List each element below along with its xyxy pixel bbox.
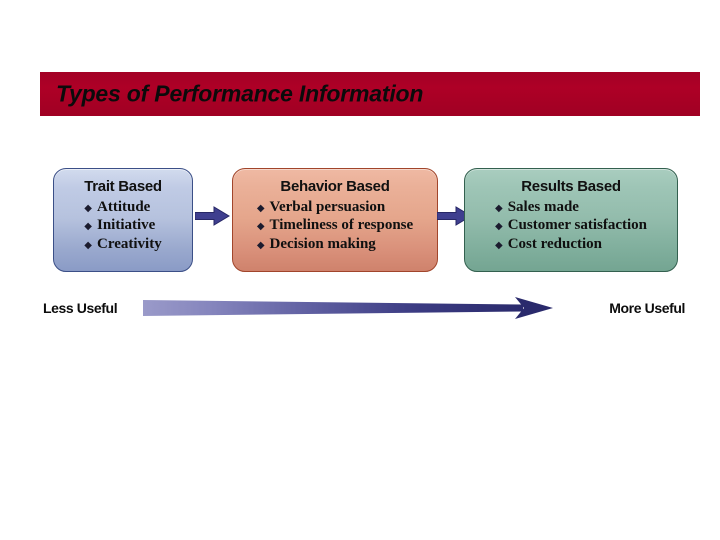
- list-item: ◆ Sales made: [495, 198, 647, 216]
- gradient-arrow-right-icon: [143, 292, 578, 324]
- diagram-box-trait-based[interactable]: Trait Based ◆ Attitude ◆ Initiative ◆ Cr…: [53, 168, 193, 272]
- scale-label-more-useful: More Useful: [609, 300, 685, 316]
- diagram-box-behavior-based[interactable]: Behavior Based ◆ Verbal persuasion ◆ Tim…: [232, 168, 438, 272]
- diamond-bullet-icon: ◆: [256, 203, 265, 214]
- box-content: Behavior Based ◆ Verbal persuasion ◆ Tim…: [233, 169, 437, 271]
- list-item: ◆ Initiative: [84, 216, 161, 234]
- box-content: Trait Based ◆ Attitude ◆ Initiative ◆ Cr…: [54, 169, 192, 271]
- diagram-box-results-based[interactable]: Results Based ◆ Sales made ◆ Customer sa…: [464, 168, 678, 272]
- list-item-label: Initiative: [97, 217, 156, 234]
- scale-label-less-useful: Less Useful: [43, 300, 118, 316]
- list-item: ◆ Decision making: [257, 235, 413, 253]
- list-item-label: Cost reduction: [507, 235, 603, 252]
- box-title: Results Based: [521, 178, 621, 195]
- arrow-right-icon-behavior-to-results: [436, 206, 473, 226]
- list-item-label: Attitude: [97, 199, 151, 215]
- box-title: Behavior Based: [280, 178, 390, 195]
- diamond-bullet-icon: ◆: [495, 203, 503, 214]
- list-item-label: Verbal persuasion: [269, 199, 386, 215]
- box-title: Trait Based: [84, 178, 162, 195]
- list-item: ◆ Cost reduction: [495, 235, 647, 253]
- list-item: ◆ Verbal persuasion: [257, 198, 413, 216]
- box-item-list: ◆ Attitude ◆ Initiative ◆ Creativity: [84, 198, 161, 253]
- diamond-bullet-icon: ◆: [84, 239, 92, 251]
- box-item-list: ◆ Verbal persuasion ◆ Timeliness of resp…: [257, 198, 413, 253]
- list-item-label: Customer satisfaction: [507, 217, 647, 234]
- box-content: Results Based ◆ Sales made ◆ Customer sa…: [465, 169, 677, 271]
- diamond-bullet-icon: ◆: [256, 239, 265, 251]
- list-item-label: Decision making: [269, 235, 376, 252]
- box-item-list: ◆ Sales made ◆ Customer satisfaction ◆ C…: [495, 198, 647, 253]
- arrow-right-icon-trait-to-behavior: [194, 206, 231, 226]
- diamond-bullet-icon: ◆: [84, 203, 92, 214]
- diamond-bullet-icon: ◆: [495, 239, 503, 251]
- diamond-bullet-icon: ◆: [256, 221, 265, 233]
- list-item-label: Sales made: [507, 199, 579, 215]
- list-item-label: Creativity: [97, 235, 162, 252]
- page-title: Types of Performance Information: [56, 80, 424, 107]
- list-item: ◆ Timeliness of response: [257, 216, 413, 234]
- diamond-bullet-icon: ◆: [84, 221, 92, 233]
- title-banner: Types of Performance Information: [40, 72, 700, 116]
- diamond-bullet-icon: ◆: [495, 221, 503, 233]
- usefulness-scale: Less Useful More Useful: [40, 292, 685, 324]
- list-item-label: Timeliness of response: [269, 217, 414, 234]
- list-item: ◆ Customer satisfaction: [495, 216, 647, 234]
- list-item: ◆ Attitude: [84, 198, 161, 216]
- list-item: ◆ Creativity: [84, 235, 161, 253]
